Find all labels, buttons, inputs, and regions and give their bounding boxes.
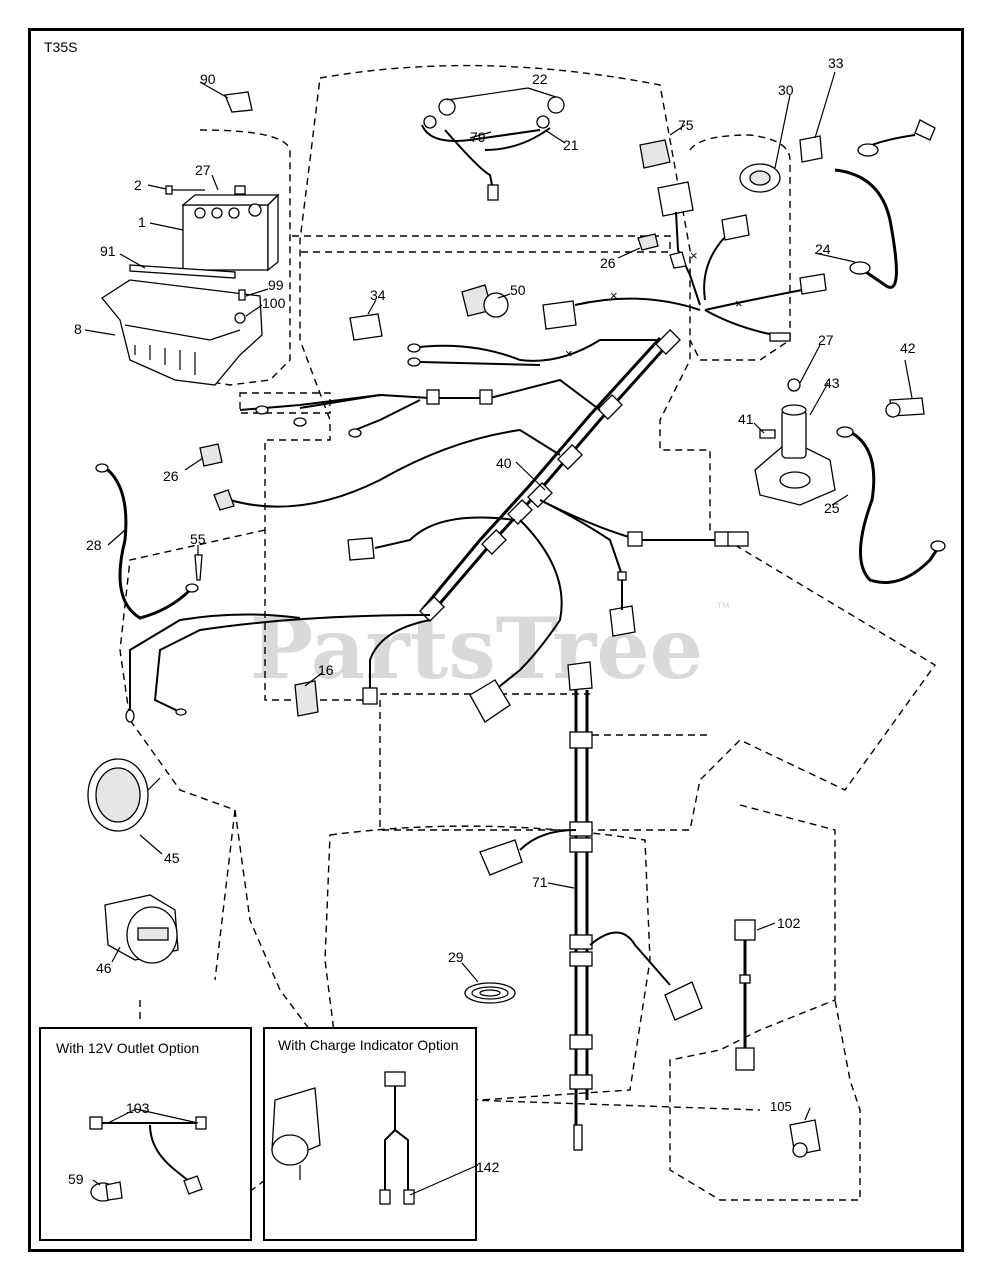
callout-99: 99 [268, 277, 284, 293]
inset-12v-title: With 12V Outlet Option [56, 1040, 199, 1056]
callout-30: 30 [778, 82, 794, 98]
svg-text:×: × [735, 296, 743, 311]
inset-charge-title: With Charge Indicator Option [278, 1037, 459, 1053]
headlight-harness [421, 96, 565, 201]
callout-100: 100 [262, 295, 286, 311]
svg-text:×: × [690, 248, 698, 263]
inset-charge-indicator: With Charge Indicator Option [263, 1027, 477, 1241]
battery-assembly [101, 185, 280, 386]
callout-16: 16 [318, 662, 334, 678]
battery-cable-28 [95, 463, 199, 620]
callout-25: 25 [824, 500, 840, 516]
callout-50: 50 [510, 282, 526, 298]
callout-45: 45 [164, 850, 180, 866]
screw-99 [238, 289, 246, 301]
callout-21: 21 [563, 137, 579, 153]
part-50 [461, 284, 509, 318]
tractor-outline [119, 64, 937, 1201]
callout-102: 102 [777, 915, 801, 931]
callout-26b: 26 [163, 468, 179, 484]
callout-2: 2 [134, 177, 142, 193]
callout-59: 59 [68, 1171, 84, 1187]
ignition-switch [739, 94, 791, 193]
callout-33: 33 [828, 55, 844, 71]
svg-text:×: × [565, 346, 573, 361]
callouts: 90 22 79 21 75 30 33 27 2 1 91 99 100 8 … [68, 55, 916, 1187]
callout-90: 90 [200, 71, 216, 87]
callout-42: 42 [900, 340, 916, 356]
callout-79: 79 [470, 129, 486, 145]
watermark-tm: ™ [716, 599, 730, 615]
leader-lines [84, 87, 856, 1196]
callout-142: 142 [476, 1159, 500, 1175]
nut-27 [234, 185, 246, 195]
callout-41: 41 [738, 411, 754, 427]
callout-27a: 27 [195, 162, 211, 178]
callout-24: 24 [815, 241, 831, 257]
callout-75: 75 [678, 117, 694, 133]
callout-71: 71 [532, 874, 548, 890]
battery-cable-25 [836, 426, 946, 584]
callout-1: 1 [138, 214, 146, 230]
callout-29: 29 [448, 949, 464, 965]
callout-105: 105 [770, 1099, 792, 1114]
hold-down-91 [129, 264, 236, 279]
callout-55: 55 [190, 531, 206, 547]
part-29 [464, 982, 516, 1004]
part-33 [799, 135, 823, 163]
watermark: PartsTree [250, 599, 703, 698]
switch-75 [639, 139, 671, 169]
callout-22: 22 [532, 71, 548, 87]
callout-27b: 27 [818, 332, 834, 348]
callout-91: 91 [100, 243, 116, 259]
part-26b [199, 443, 223, 467]
battery-cable-24 [834, 119, 936, 289]
callout-8: 8 [74, 321, 82, 337]
inset-12v-outlet: With 12V Outlet Option [39, 1027, 252, 1241]
hour-meter-46 [104, 894, 179, 964]
diagram-code: T35S [44, 39, 77, 55]
svg-text:×: × [610, 288, 618, 303]
solenoid-43 [754, 378, 836, 506]
callout-28: 28 [86, 537, 102, 553]
callout-43: 43 [824, 375, 840, 391]
part-102 [734, 919, 756, 1071]
battery-tray [101, 279, 263, 386]
callout-46: 46 [96, 960, 112, 976]
upper-harness: × × × × [407, 181, 827, 367]
bolt-55 [194, 554, 203, 581]
part-16 [294, 680, 319, 717]
nut-100 [234, 312, 246, 324]
part-26a [637, 233, 659, 251]
main-harness-40 [125, 329, 749, 723]
callout-34: 34 [370, 287, 386, 303]
part-42 [885, 359, 925, 418]
callout-26a: 26 [600, 255, 616, 271]
lower-harness-71 [479, 661, 703, 1151]
part-34 [349, 313, 383, 341]
gauge-45 [87, 758, 161, 832]
callout-103: 103 [126, 1100, 150, 1116]
callout-40: 40 [496, 455, 512, 471]
part-105 [789, 1119, 821, 1158]
part-90 [224, 91, 253, 113]
